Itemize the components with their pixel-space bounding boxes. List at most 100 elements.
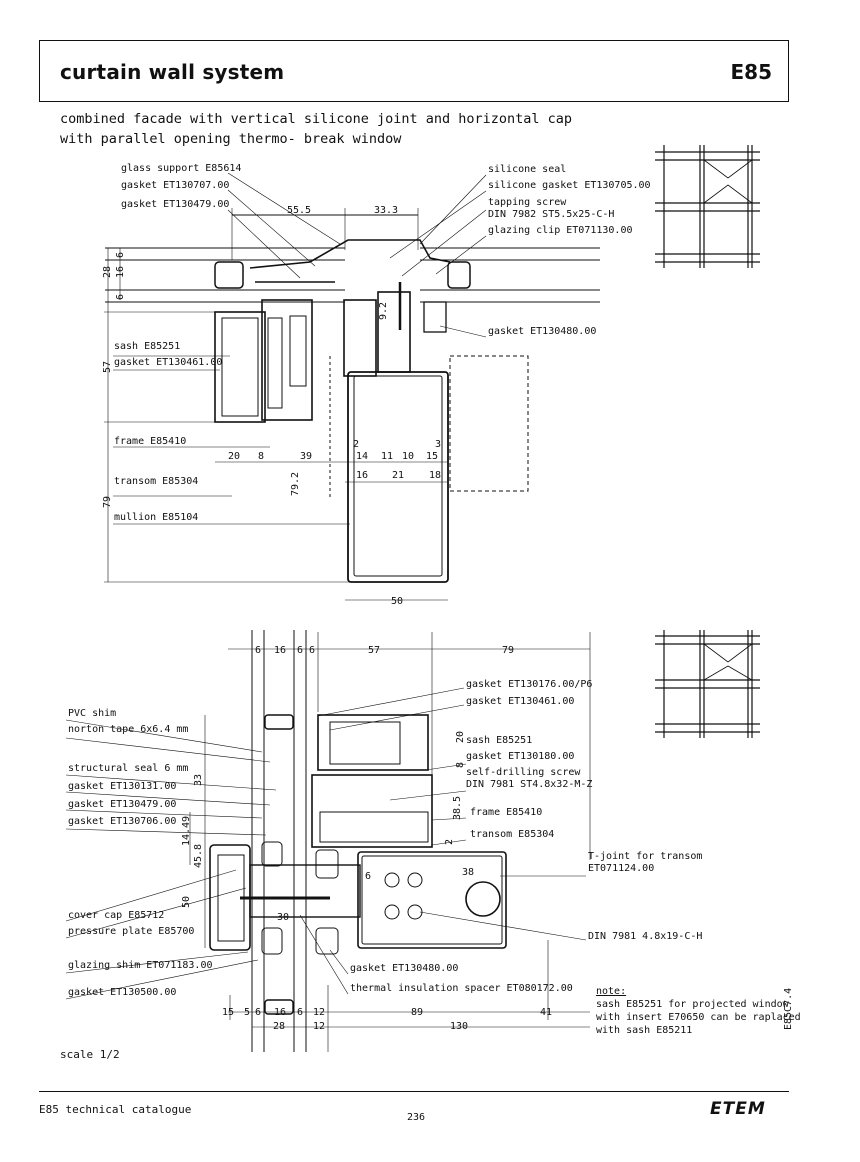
bvdim-20: 20 [455,730,466,743]
label-gasket-479-top: gasket ET130479.00 [121,199,230,210]
vdim-79: 79 [102,495,113,508]
vdim-28: 28 [102,265,113,278]
label-din-7981: DIN 7981 4.8x19-C-H [588,931,703,942]
bdim-b6a: 6 [255,1007,262,1018]
bdim-6c: 6 [309,645,316,656]
dim-21: 21 [392,470,405,481]
label-structural-seal: structural seal 6 mm [68,763,189,774]
label-pressure-plate: pressure plate E85700 [68,926,195,937]
label-gasket-480-top: gasket ET130480.00 [488,326,597,337]
bdim-6b: 6 [297,645,304,656]
bdim-15: 15 [222,1007,235,1018]
label-cover-cap: cover cap E85712 [68,910,165,921]
bdim-28: 28 [273,1021,286,1032]
bdim-12b: 12 [313,1021,326,1032]
label-gasket-461-top: gasket ET130461.00 [114,357,223,368]
label-sash-top: sash E85251 [114,341,181,352]
label-self-drilling-1: self-drilling screw [466,767,581,778]
bdim-b6b: 6 [297,1007,304,1018]
label-gasket-461-bottom: gasket ET130461.00 [466,696,575,707]
dim-10: 10 [402,451,415,462]
bdim-b16: 16 [274,1007,287,1018]
bdim-12a: 12 [313,1007,326,1018]
label-gasket-706: gasket ET130706.00 [68,816,177,827]
label-tapping-screw-2: DIN 7982 ST5.5x25-C-H [488,209,615,220]
note-line-3: with sash E85211 [596,1025,693,1036]
bdim-6a: 6 [255,645,262,656]
bdim-57: 57 [368,645,381,656]
vdim-6c: 6 [115,293,126,300]
dim-3: 3 [435,439,442,450]
bvdim-14-4: 14.4 [181,821,192,846]
scale-label: scale 1/2 [60,1048,120,1061]
header-box: curtain wall system E85 [39,40,789,102]
footer-catalogue: E85 technical catalogue [39,1103,192,1116]
vdim-6a: 6 [115,251,126,258]
label-glass-support: glass support E85614 [121,163,242,174]
etem-logo: ETEM [710,1099,766,1119]
label-gasket-500: gasket ET130500.00 [68,987,177,998]
label-gasket-479-bottom: gasket ET130479.00 [68,799,177,810]
label-gasket-131: gasket ET130131.00 [68,781,177,792]
dim-14: 14 [356,451,369,462]
vdim-9-2: 9.2 [378,301,389,320]
bdim-130: 130 [450,1021,469,1032]
note-block: note: sash E85251 for projected window w… [596,985,801,1037]
dim-8: 8 [258,451,265,462]
label-frame-top: frame E85410 [114,436,187,447]
bvdim-50: 50 [181,895,192,908]
note-line-1: sash E85251 for projected window [596,999,789,1010]
bdim-41: 41 [540,1007,553,1018]
label-gasket-480-bottom: gasket ET130480.00 [350,963,459,974]
subtitle-line-1: combined facade with vertical silicone j… [60,111,573,127]
vdim-79-2: 79.2 [290,471,301,496]
bdim-30: 30 [277,912,290,923]
bdim-6: 6 [365,871,372,882]
dim-20: 20 [228,451,241,462]
dim-50: 50 [391,596,404,607]
dim-39: 39 [300,451,313,462]
label-frame-bottom: frame E85410 [470,807,543,818]
note-line-2: with insert E70650 can be raplaced [596,1012,801,1023]
dim-18: 18 [429,470,442,481]
footer-rule [39,1091,789,1092]
system-code: E85 [730,60,773,84]
dim-33-3: 33.3 [374,205,399,216]
label-norton-tape: norton tape 6x6.4 mm [68,724,189,735]
label-glazing-clip: glazing clip ET071130.00 [488,225,633,236]
bvdim-2: 2 [444,838,455,845]
dim-11: 11 [381,451,394,462]
bvdim-45-8: 45.8 [193,843,204,868]
drawing-code: E85C7.4 [783,987,794,1030]
dim-2: 2 [353,439,360,450]
label-gasket-176: gasket ET130176.00/P6 [466,679,593,690]
dim-15: 15 [426,451,439,462]
vdim-57: 57 [102,360,113,373]
bvdim-33: 33 [193,773,204,786]
page-title: curtain wall system [60,60,285,84]
label-tjoint-2: ET071124.00 [588,863,655,874]
label-tapping-screw-1: tapping screw [488,197,567,208]
label-thermal-spacer: thermal insulation spacer ET080172.00 [350,983,573,994]
bvdim-8: 8 [455,761,466,768]
bdim-89: 89 [411,1007,424,1018]
note-title: note: [596,986,627,997]
label-self-drilling-2: DIN 7981 ST4.8x32-M-Z [466,779,593,790]
label-silicone-seal: silicone seal [488,164,567,175]
label-gasket-707: gasket ET130707.00 [121,180,230,191]
label-mullion: mullion E85104 [114,512,199,523]
label-tjoint-1: T-joint for transom [588,851,703,862]
vdim-16: 16 [115,265,126,278]
bdim-38: 38 [462,867,475,878]
bdim-5: 5 [244,1007,251,1018]
bdim-79: 79 [502,645,515,656]
subtitle-line-2: with parallel opening thermo- break wind… [60,131,402,147]
label-transom-top: transom E85304 [114,476,199,487]
bdim-16: 16 [274,645,287,656]
label-sash-bottom: sash E85251 [466,735,533,746]
label-transom-bottom: transom E85304 [470,829,555,840]
label-gasket-180: gasket ET130180.00 [466,751,575,762]
bvdim-38-5: 38.5 [452,795,463,820]
dim-16: 16 [356,470,369,481]
